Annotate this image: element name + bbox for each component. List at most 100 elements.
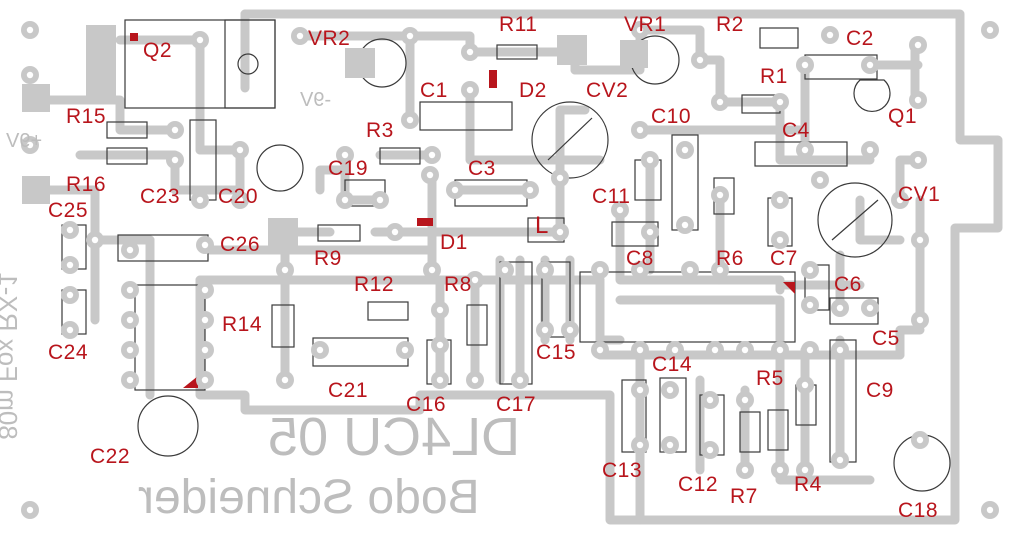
label-c1: C1 (420, 79, 448, 102)
pad-hole (806, 301, 814, 309)
pad-hole (466, 86, 474, 94)
pad-hole (91, 236, 99, 244)
pad-hole (436, 306, 444, 314)
label-l: L (535, 212, 549, 239)
pad-hole (866, 146, 874, 154)
pad-hole (541, 326, 549, 334)
label-c19: C19 (328, 157, 369, 180)
pad-hole (776, 236, 784, 244)
pad-hole (126, 346, 134, 354)
pad-hole (776, 196, 784, 204)
pad-hole (201, 286, 209, 294)
label-q2: Q2 (143, 39, 173, 62)
label-r3: R3 (366, 119, 394, 142)
label-cv2: CV2 (586, 79, 629, 102)
label-d2: D2 (519, 79, 547, 102)
silk-plus-9v: +9V (6, 130, 43, 152)
pad-hole (436, 376, 444, 384)
label-vr1: VR1 (624, 13, 667, 36)
pad-hole (914, 156, 922, 164)
label-c5: C5 (872, 327, 900, 350)
pad-hole (806, 346, 814, 354)
label-vr2: VR2 (308, 27, 351, 50)
pad-hole (66, 226, 74, 234)
label-c16: C16 (406, 393, 447, 416)
pad-hole (126, 286, 134, 294)
pad-hole (741, 346, 749, 354)
pad-hole (836, 304, 844, 312)
pad-hole (711, 346, 719, 354)
label-c10: C10 (651, 105, 692, 128)
label-c3: C3 (468, 157, 496, 180)
label-c17: C17 (496, 393, 537, 416)
pad-hole (636, 346, 644, 354)
pad-hole (686, 266, 694, 274)
silk-author: Bodo Schneider (138, 471, 480, 524)
pad-hole (741, 396, 749, 404)
pad-hole (776, 98, 784, 106)
label-r12: R12 (354, 273, 395, 296)
pad-hole (126, 316, 134, 324)
label-r11: R11 (499, 13, 538, 36)
pad-hole (636, 266, 644, 274)
pad-hole (801, 381, 809, 389)
pad-hole (916, 316, 924, 324)
pad-hole (296, 32, 304, 40)
pad-hole (916, 436, 924, 444)
pad-hole (401, 346, 409, 354)
label-r7: R7 (730, 485, 758, 508)
pad-hole (428, 266, 436, 274)
copper-traces (35, 9, 1003, 525)
pad-hole (66, 326, 74, 334)
label-r9: R9 (314, 247, 342, 270)
label-c18: C18 (898, 499, 939, 522)
pad-hole (201, 316, 209, 324)
label-c15: C15 (536, 341, 577, 364)
pad-hole (671, 346, 679, 354)
pad-hole (806, 266, 814, 274)
pad-hole (26, 141, 34, 149)
label-c26: C26 (220, 233, 261, 256)
pad-hole (986, 506, 994, 514)
pad-hole (236, 146, 244, 154)
pad-hole (596, 266, 604, 274)
pad-hole (281, 266, 289, 274)
pad-hole (281, 376, 289, 384)
pad-hole (201, 346, 209, 354)
pad-hole (201, 376, 209, 384)
pad-hole (801, 466, 809, 474)
pad-hole (341, 151, 349, 159)
pad-hole (716, 266, 724, 274)
pad-hole (501, 266, 509, 274)
label-c8: C8 (626, 247, 654, 270)
label-c4: C4 (782, 119, 810, 142)
label-c11: C11 (592, 185, 631, 208)
silk-title: DL4CU 05 (268, 407, 521, 467)
pad-hole (556, 174, 564, 182)
pad-hole (716, 98, 724, 106)
pad-hole (916, 236, 924, 244)
pad-hole (471, 376, 479, 384)
pad-hole (406, 32, 414, 40)
pad-hole (636, 386, 644, 394)
pad-hole (646, 156, 654, 164)
pad-hole (526, 186, 534, 194)
pad-hole (126, 376, 134, 384)
pad-hole (636, 126, 644, 134)
pad-hole (666, 386, 674, 394)
label-c23: C23 (140, 185, 181, 208)
label-c2: C2 (846, 27, 874, 50)
pad-hole (666, 441, 674, 449)
pad-hole (816, 176, 824, 184)
pad-hole (541, 266, 549, 274)
pad-hole (681, 146, 689, 154)
pad-hole (716, 191, 724, 199)
label-c24: C24 (48, 341, 89, 364)
square-pads (22, 25, 648, 248)
label-r16: R16 (66, 173, 107, 196)
pad-hole (986, 26, 994, 34)
pad-hole (801, 146, 809, 154)
pad-hole (706, 446, 714, 454)
